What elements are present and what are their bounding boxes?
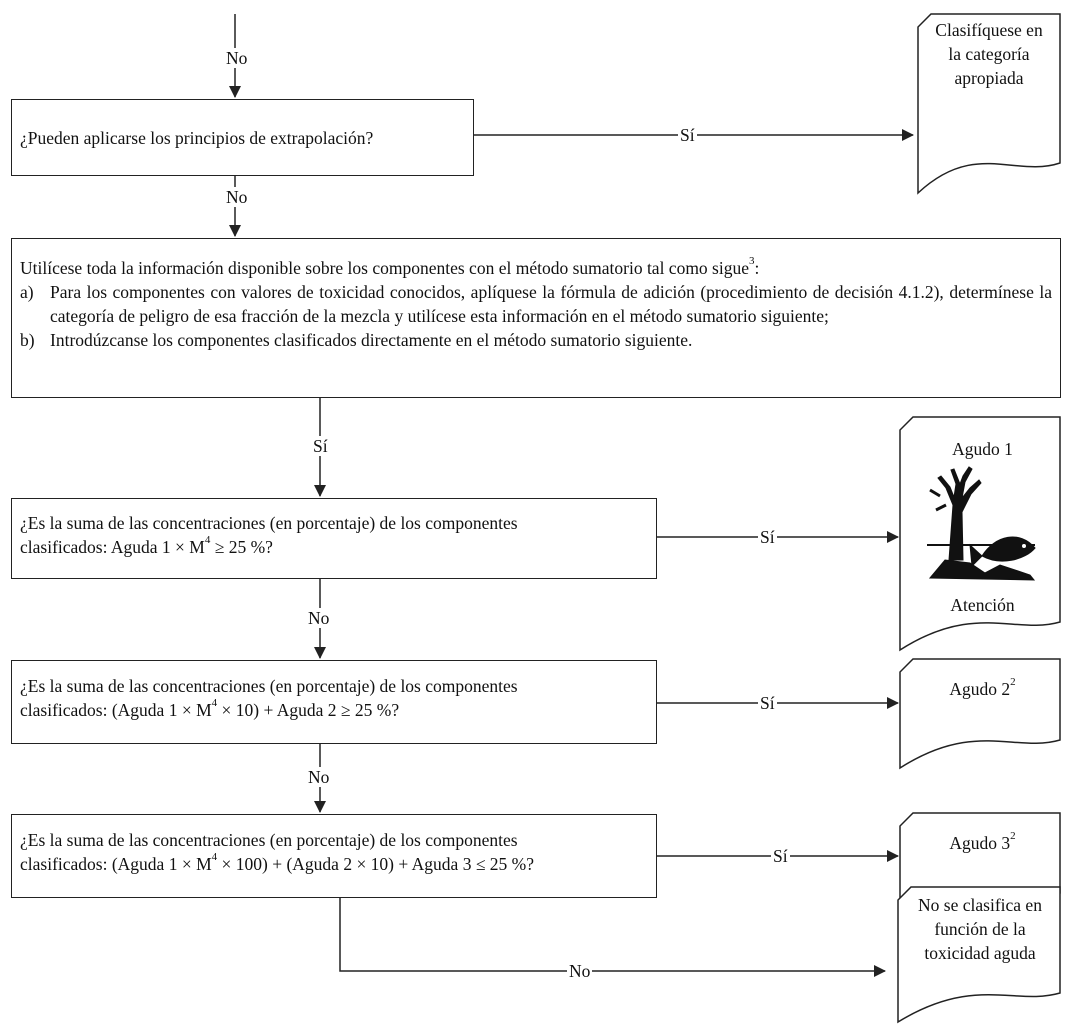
arrow-q4-no [339,898,886,977]
decision-acute3: ¿Es la suma de las concentraciones (en p… [11,814,657,898]
result-doc-no-clasifica [897,886,1061,1024]
result-no-clasifica-text: No se clasifica en función de la toxicid… [918,895,1042,963]
top-no-label: No [224,48,250,68]
q4-yes-label: Sí [771,846,790,866]
result-extrapolation-text: Clasifíquese en la categoría apropiada [935,20,1043,88]
result-agudo2: Agudo 22 [949,676,1016,699]
decision-acute2: ¿Es la suma de las concentraciones (en p… [11,660,657,744]
result-doc-extrapolation [917,13,1061,195]
summation-steps: a)Para los componentes con valores de to… [20,280,1052,352]
summation-step: a)Para los componentes con valores de to… [20,282,1052,326]
decision-acute1: ¿Es la suma de las concentraciones (en p… [11,498,657,579]
result-agudo3: Agudo 32 [949,830,1016,853]
result-agudo1-footer: Atención [950,595,1015,615]
decision-extrapolation-text: ¿Pueden aplicarse los principios de extr… [20,127,374,148]
summation-intro: Utilícese toda la información disponible… [20,255,760,278]
q3-no-label: No [306,767,332,787]
decision-extrapolation: ¿Pueden aplicarse los principios de extr… [11,99,474,176]
environment-hazard-icon [927,466,1036,581]
main-yes-label: Sí [311,436,330,456]
q1-yes-label: Sí [678,125,697,145]
q2-yes-label: Sí [758,527,777,547]
summation-step: b)Introdúzcanse los componentes clasific… [20,330,693,350]
q1-no-label: No [224,187,250,207]
q2-no-label: No [306,608,332,628]
q4-no-label: No [567,961,593,981]
result-agudo1-title: Agudo 1 [952,439,1013,459]
result-doc-agudo1 [899,416,1061,652]
result-doc-agudo2 [899,658,1061,770]
q3-yes-label: Sí [758,693,777,713]
summation-method-box: Utilícese toda la información disponible… [11,238,1061,398]
